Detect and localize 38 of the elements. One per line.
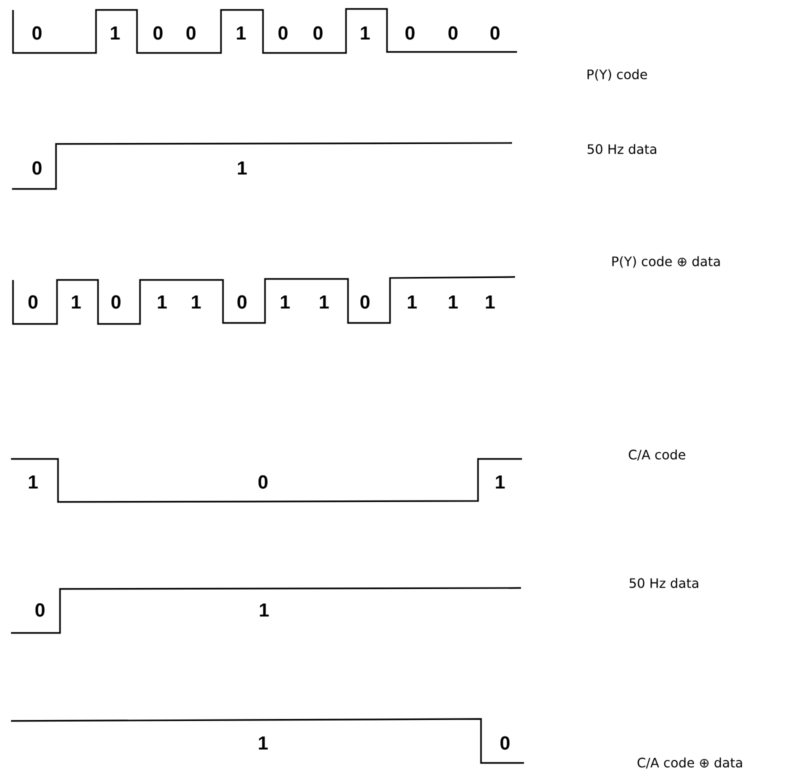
bit-value: 0 bbox=[405, 26, 414, 40]
bit-value: 0 bbox=[32, 161, 42, 175]
bit-value: 0 bbox=[186, 26, 196, 40]
bit-value: 1 bbox=[238, 161, 247, 175]
bit-value: 0 bbox=[111, 295, 120, 309]
signal-name: C/A code bbox=[628, 449, 686, 461]
signal-name: C/A code ⊕ data bbox=[638, 757, 742, 769]
bit-value: 1 bbox=[486, 295, 495, 309]
bit-value: 0 bbox=[448, 26, 458, 40]
bit-value: 0 bbox=[35, 603, 44, 617]
bit-value: 1 bbox=[158, 295, 167, 309]
bit-value: 0 bbox=[500, 736, 510, 750]
bit-value: 1 bbox=[408, 295, 417, 309]
bit-value: 0 bbox=[28, 295, 38, 309]
bit-value: 1 bbox=[448, 295, 458, 309]
bit-value: 0 bbox=[153, 26, 162, 40]
signal-name: P(Y) code bbox=[588, 69, 648, 81]
signal-name: 50 Hz data bbox=[630, 578, 698, 588]
bit-value: 0 bbox=[258, 475, 268, 489]
bit-value: 1 bbox=[236, 26, 246, 40]
bit-value: 0 bbox=[313, 26, 322, 40]
bit-value: 1 bbox=[260, 603, 269, 617]
bit-value: 0 bbox=[32, 26, 42, 40]
bit-value: 1 bbox=[496, 475, 505, 489]
bit-value: 0 bbox=[237, 295, 246, 309]
bit-value: 1 bbox=[360, 26, 370, 40]
bit-value: 1 bbox=[192, 295, 201, 309]
bit-value: 1 bbox=[320, 295, 329, 309]
bit-value: 1 bbox=[280, 295, 290, 309]
bit-value: 0 bbox=[360, 295, 370, 309]
bit-value: 1 bbox=[110, 26, 120, 40]
bit-value: 0 bbox=[490, 26, 500, 40]
bit-value: 0 bbox=[278, 26, 288, 40]
signal-name: P(Y) code ⊕ data bbox=[612, 256, 720, 268]
bit-value: 1 bbox=[258, 736, 268, 750]
bit-value: 1 bbox=[28, 475, 38, 489]
signal-name: 50 Hz data bbox=[588, 144, 656, 154]
bit-value: 1 bbox=[72, 295, 81, 309]
